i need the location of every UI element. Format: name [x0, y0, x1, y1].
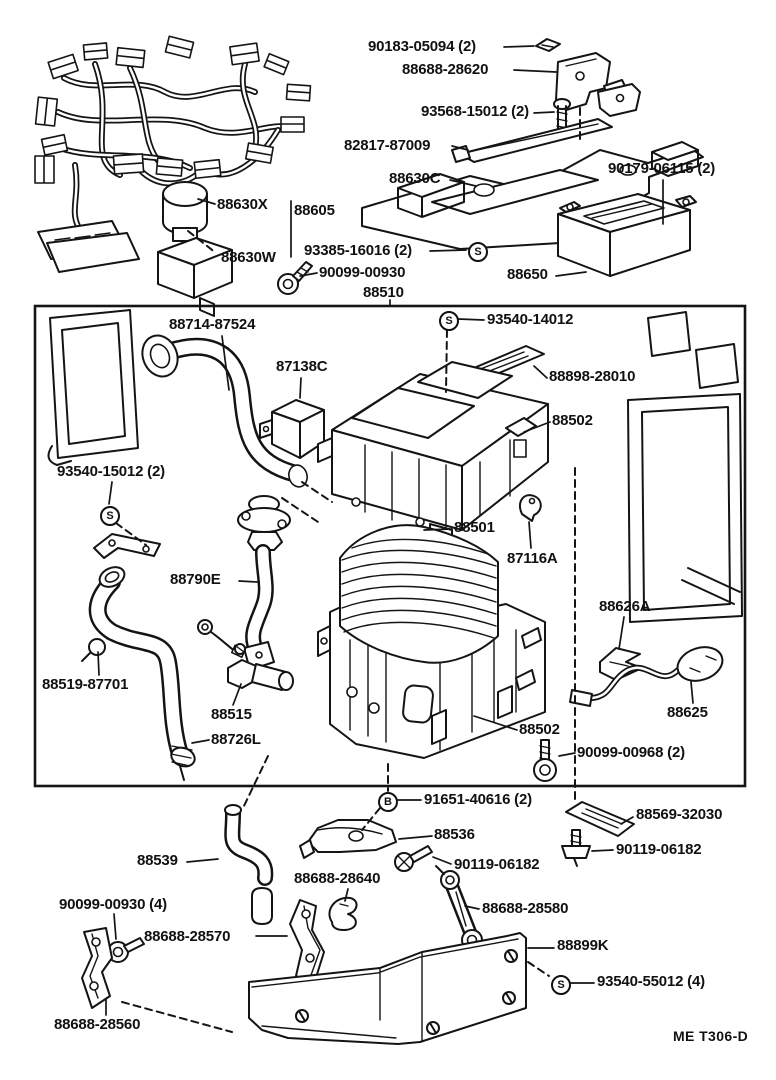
part-label-93568-15012: 93568-15012 (2) [421, 103, 529, 120]
part-label-87138c: 87138C [276, 358, 328, 375]
screw-90099-00930-top [277, 261, 313, 295]
part-label-93540-14012: 93540-14012 [487, 311, 574, 328]
figure-code: ME T306-D [673, 1028, 749, 1044]
part-label-93540-55012: 93540-55012 (4) [597, 973, 705, 990]
screw-93568 [553, 98, 571, 131]
part-label-88630c: 88630C [389, 170, 441, 187]
part-label-88688-28620: 88688-28620 [402, 61, 489, 78]
part-label-88626a: 88626A [599, 598, 651, 615]
part-label-88688-28570: 88688-28570 [144, 928, 231, 945]
strap-88688-28570 [289, 899, 325, 985]
motor-87138c [259, 399, 325, 459]
pipe-88790e [237, 495, 291, 671]
part-label-88726l: 88726L [211, 731, 261, 748]
part-label-88688-28560: 88688-28560 [54, 1016, 141, 1033]
part-label-88502-upper: 88502 [552, 412, 593, 429]
screw-90119-left [394, 845, 433, 872]
part-label-88688-28640: 88688-28640 [294, 870, 381, 887]
part-label-88569-32030: 88569-32030 [636, 806, 723, 823]
circled-s-icon: S [100, 506, 120, 526]
circled-s-icon: S [551, 975, 571, 995]
part-label-90099-00930-4: 90099-00930 (4) [59, 896, 167, 913]
bracket-88688-28620 [555, 52, 641, 117]
amplifier-box-88650 [557, 193, 697, 277]
part-label-90119-06182-right: 90119-06182 [616, 841, 702, 858]
assembly-dashed-lines [115, 107, 581, 1033]
part-label-88515: 88515 [211, 706, 252, 723]
part-label-88536: 88536 [434, 826, 475, 843]
right-frame [627, 393, 743, 623]
part-label-88502-lower: 88502 [519, 721, 560, 738]
strip-88569 [565, 801, 635, 837]
part-label-90099-00930: 90099-00930 [319, 264, 406, 281]
circled-b-icon: B [378, 792, 398, 812]
circled-s-icon: S [439, 311, 459, 331]
part-label-88650: 88650 [507, 266, 548, 283]
part-label-88501: 88501 [454, 519, 495, 536]
part-label-88519-87701: 88519-87701 [42, 676, 129, 693]
wire-harness-drawing [34, 35, 312, 273]
part-label-82817-87009: 82817-87009 [344, 137, 431, 154]
mount-bracket-88899k [248, 932, 527, 1045]
sensor-88630x [162, 181, 208, 242]
pipe-88539 [224, 804, 274, 925]
screw-90099-00930-4 [107, 937, 145, 963]
cooling-unit-upper-case [317, 361, 549, 553]
part-label-93385-16016: 93385-16016 (2) [304, 242, 412, 259]
part-label-91651-40616: 91651-40616 (2) [424, 791, 532, 808]
part-label-93540-15012: 93540-15012 (2) [57, 463, 165, 480]
right-small-frames [647, 311, 739, 389]
part-label-88630x: 88630X [217, 196, 268, 213]
strap-88688-28580 [435, 865, 483, 951]
part-label-90099-00968: 90099-00968 (2) [577, 744, 685, 761]
suction-hose-88519-area [81, 533, 196, 781]
bracket-88536 [299, 819, 397, 859]
screw-90119-right [561, 829, 591, 867]
strap-88688-28560 [81, 927, 113, 1009]
union-88515 [227, 643, 294, 691]
relay-box-88630c [361, 141, 704, 250]
part-label-88899k: 88899K [557, 937, 609, 954]
part-label-88714-87524: 88714-87524 [169, 316, 256, 333]
part-label-90119-06182-left: 90119-06182 [454, 856, 540, 873]
screw-90099-00968 [533, 739, 557, 782]
strip-82817 [451, 118, 613, 163]
part-label-88510: 88510 [363, 284, 404, 301]
part-label-88790e: 88790E [170, 571, 221, 588]
part-label-87116a: 87116A [507, 550, 558, 567]
evaporator-coil-88501 [339, 524, 499, 664]
part-label-88605: 88605 [294, 202, 335, 219]
part-label-88688-28580: 88688-28580 [482, 900, 569, 917]
clip-90183 [535, 38, 561, 52]
clip-87116a [518, 494, 542, 522]
relay-88630w [157, 237, 233, 317]
clip-88688-28640 [328, 896, 358, 931]
left-frame-seal [47, 309, 139, 466]
part-label-88898-28010: 88898-28010 [549, 368, 636, 385]
circled-s-icon: S [468, 242, 488, 262]
part-label-88630w: 88630W [221, 249, 276, 266]
part-label-90179-06115: 90179-06115 (2) [608, 160, 716, 177]
part-label-88625: 88625 [667, 704, 708, 721]
part-label-90183-05094: 90183-05094 (2) [368, 38, 476, 55]
resistor-88625 [569, 646, 724, 707]
part-label-88539: 88539 [137, 852, 178, 869]
leader-lines [97, 45, 694, 1016]
hose-88714 [141, 334, 308, 488]
